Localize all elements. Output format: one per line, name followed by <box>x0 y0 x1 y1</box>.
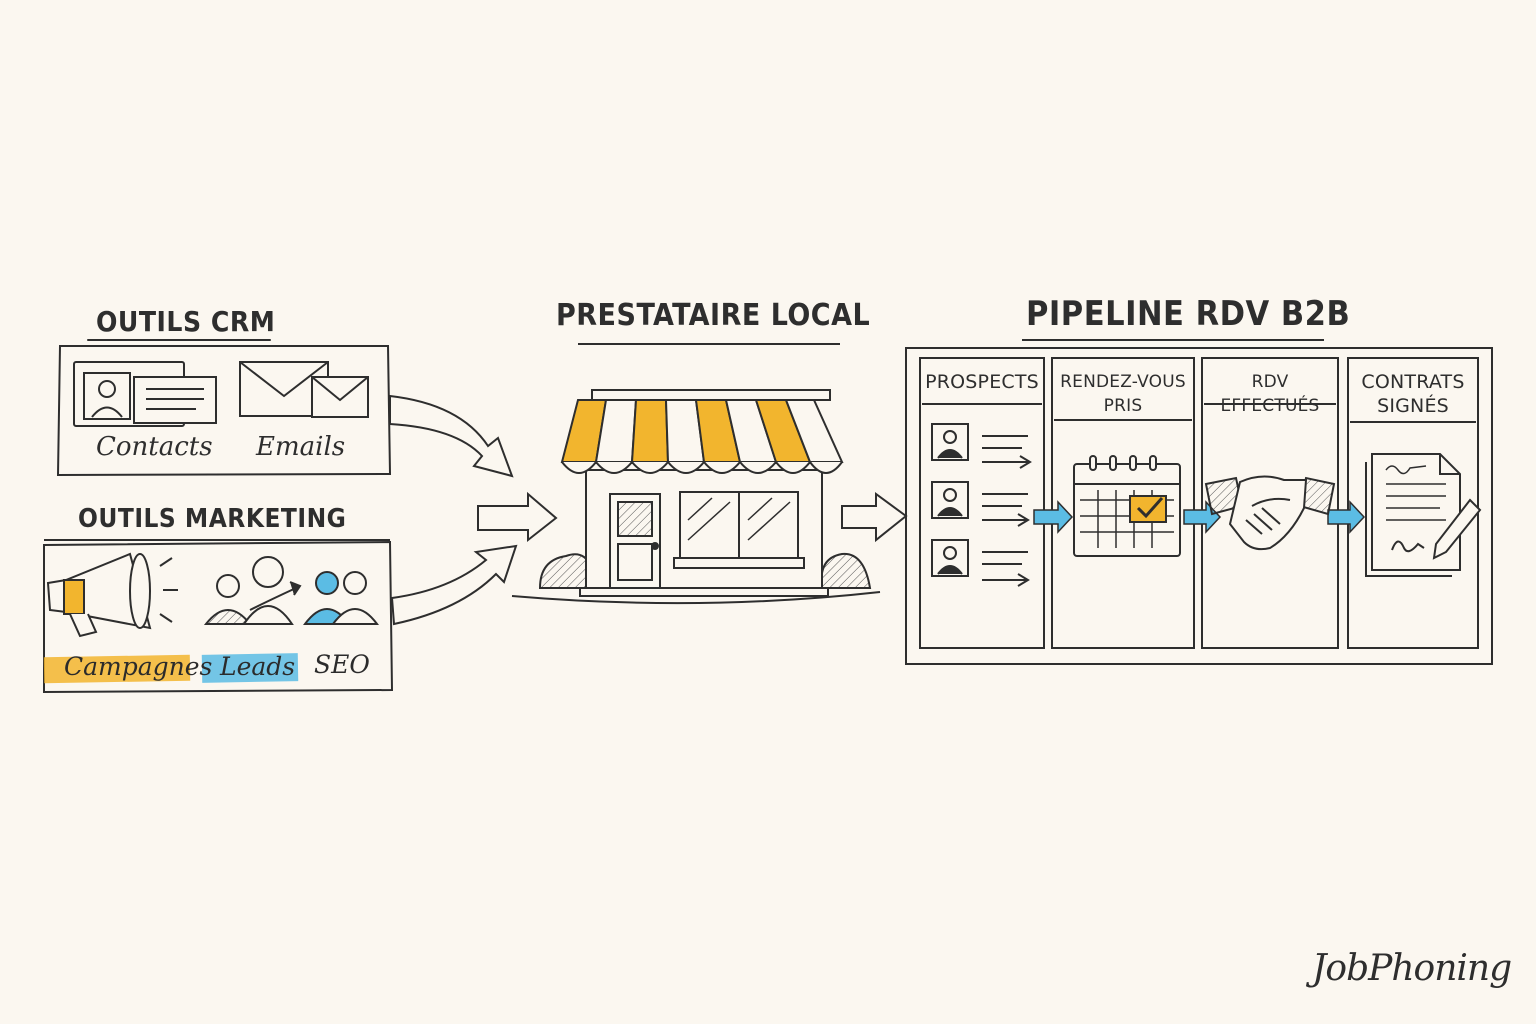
brand-logo: JobPhoning <box>1312 948 1512 989</box>
seo-tag: SEO <box>314 650 370 679</box>
calendar-check-icon <box>1073 455 1181 557</box>
pipeline-title: PIPELINE RDV B2B <box>1026 294 1351 334</box>
contact-card-icon <box>73 361 217 427</box>
people-group-icon <box>203 556 379 625</box>
handshake-icon <box>1204 475 1336 551</box>
pipeline-step-arrow-1 <box>1033 500 1074 534</box>
column-prospects: PROSPECTS <box>925 371 1039 393</box>
column-contrats-signes: CONTRATS SIGNÉS <box>1361 371 1465 417</box>
campagnes-tag: Campagnes <box>64 652 213 681</box>
megaphone-icon <box>46 552 178 638</box>
crm-panel <box>56 339 392 477</box>
flow-arrow-crm <box>389 394 514 478</box>
campagnes-highlight <box>43 654 191 684</box>
flow-arrow-pipeline <box>841 492 908 543</box>
marketing-panel <box>43 539 394 694</box>
center-title: PRESTATAIRE LOCAL <box>556 298 871 333</box>
column-rdv-effectues: RDV EFFECTUÉS <box>1220 372 1320 416</box>
contacts-label: Contacts <box>96 432 213 462</box>
emails-label: Emails <box>256 432 346 462</box>
prospect-list-icon <box>931 423 1032 587</box>
leads-tag: Leads <box>220 652 296 681</box>
flow-arrow-marketing-1 <box>477 491 558 543</box>
signed-contract-icon <box>1365 453 1482 577</box>
flow-arrow-marketing-2 <box>390 544 518 626</box>
pipeline-step-arrow-3 <box>1327 500 1366 534</box>
column-rendez-vous-pris: RENDEZ-VOUS PRIS <box>1060 372 1186 416</box>
crm-title: OUTILS CRM <box>96 305 276 338</box>
leads-highlight <box>201 653 299 683</box>
envelope-icon <box>239 361 369 418</box>
marketing-title: OUTILS MARKETING <box>78 504 347 534</box>
storefront-icon <box>511 343 881 605</box>
pipeline-board <box>905 339 1493 665</box>
